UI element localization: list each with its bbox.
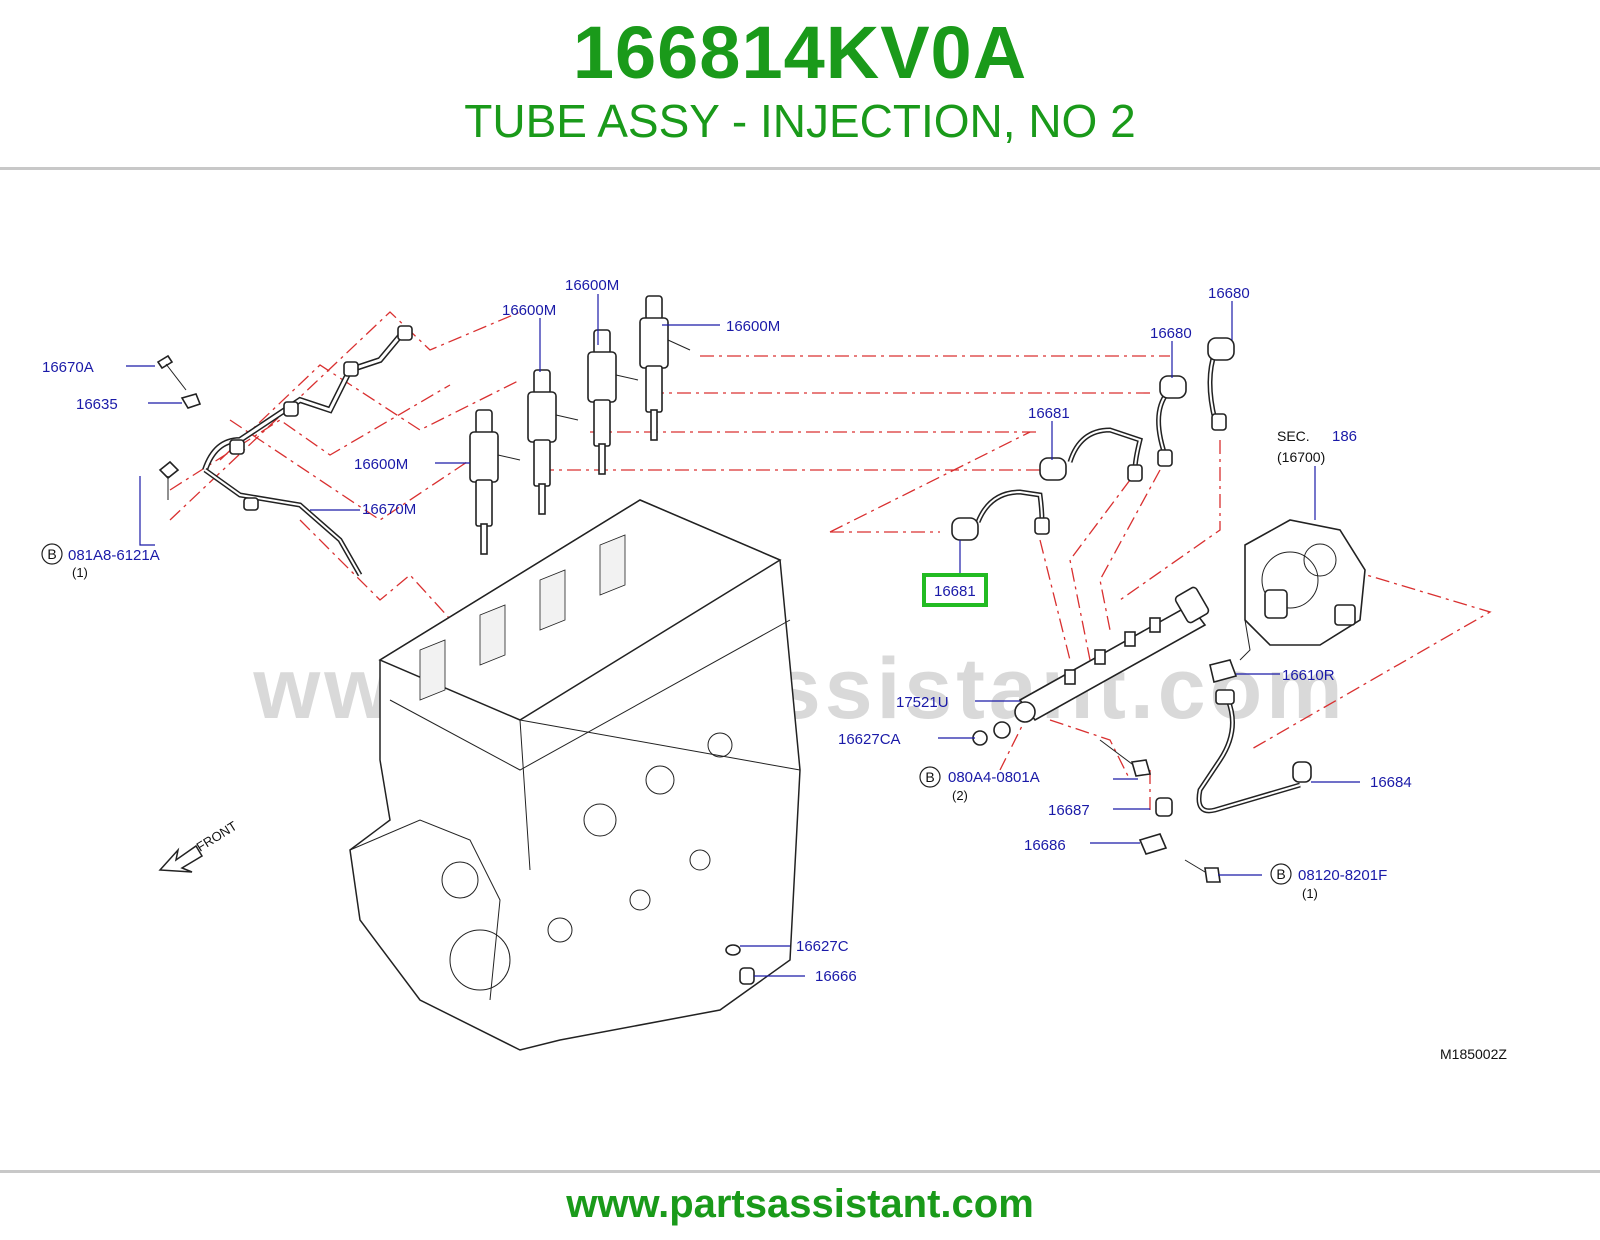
callout-16600M[interactable]: 16600M	[502, 302, 556, 319]
callout-16681[interactable]: 16681	[1028, 405, 1070, 422]
callout-16666[interactable]: 16666	[815, 968, 857, 985]
b-marker: B	[41, 543, 63, 565]
leader-lines	[126, 294, 1360, 977]
injector	[587, 329, 639, 475]
injector-group	[469, 295, 691, 555]
callout-16627C[interactable]: 16627C	[796, 938, 849, 955]
injector	[469, 409, 521, 555]
bolt-080A4	[1099, 739, 1152, 777]
callout-qty: (1)	[1302, 886, 1318, 901]
callout-16681-highlighted[interactable]: 16681	[934, 583, 976, 600]
clamp-16686	[1138, 833, 1168, 855]
part-number-title: 166814KV0A	[572, 11, 1028, 94]
diagram-code: M185002Z	[1440, 1046, 1507, 1062]
injector	[527, 369, 579, 515]
leak-off-hose	[202, 325, 413, 577]
b-marker: B	[919, 766, 941, 788]
common-rail	[1014, 586, 1210, 723]
callout-16635[interactable]: 16635	[76, 396, 118, 413]
callout-qty: (2)	[952, 788, 968, 803]
callout-16610R[interactable]: 16610R	[1282, 667, 1335, 684]
callout-16680[interactable]: 16680	[1208, 285, 1250, 302]
svg-text:B: B	[925, 769, 934, 785]
callout-08120-8201F[interactable]: 08120-8201F	[1298, 867, 1387, 884]
footer-site-link[interactable]: www.partsassistant.com	[566, 1182, 1034, 1226]
part-description: TUBE ASSY - INJECTION, NO 2	[464, 95, 1136, 147]
high-pressure-pump	[1239, 519, 1366, 661]
injection-tubes	[951, 337, 1235, 541]
callout-17521U[interactable]: 17521U	[896, 694, 949, 711]
page-header: 166814KV0A TUBE ASSY - INJECTION, NO 2	[0, 0, 1600, 170]
plug-16666	[739, 967, 755, 985]
bolt-081A8	[158, 460, 180, 500]
callout-16686[interactable]: 16686	[1024, 837, 1066, 854]
b-marker: B	[1270, 863, 1292, 885]
callout-16670A[interactable]: 16670A	[42, 359, 94, 376]
callout-16684[interactable]: 16684	[1370, 774, 1412, 791]
section-link-186[interactable]: 186	[1332, 428, 1357, 445]
svg-text:B: B	[1276, 866, 1285, 882]
callout-labels: 16600M 16600M 16600M 16600M 16670A 16635…	[42, 277, 1507, 1062]
svg-text:B: B	[47, 546, 56, 562]
injector	[639, 295, 691, 441]
section-label: SEC.	[1277, 428, 1310, 444]
engine-block	[349, 499, 801, 1051]
callout-16600M[interactable]: 16600M	[565, 277, 619, 294]
seal-16627C	[725, 944, 741, 956]
callout-qty: (1)	[72, 565, 88, 580]
sensor-16610R	[1209, 659, 1238, 683]
callout-16680[interactable]: 16680	[1150, 325, 1192, 342]
bolt-08120	[1184, 859, 1221, 883]
section-ref: (16700)	[1277, 449, 1325, 465]
callout-16600M[interactable]: 16600M	[726, 318, 780, 335]
tube-16684	[1196, 689, 1312, 814]
header-divider	[0, 167, 1600, 170]
callout-16627CA[interactable]: 16627CA	[838, 731, 901, 748]
guide-lines	[169, 311, 1492, 941]
highlight-box	[922, 573, 988, 607]
callout-081A8-6121A[interactable]: 081A8-6121A	[68, 547, 160, 564]
callout-16600M[interactable]: 16600M	[354, 456, 408, 473]
callout-16687[interactable]: 16687	[1048, 802, 1090, 819]
bolt-16670A	[156, 354, 187, 391]
clip-16635	[180, 393, 202, 409]
front-label: FRONT	[194, 818, 240, 854]
seal-16627CA	[972, 721, 1011, 746]
footer-divider	[0, 1170, 1600, 1173]
spacer-16687	[1155, 797, 1173, 817]
callout-16670M[interactable]: 16670M	[362, 501, 416, 518]
callout-080A4-0801A[interactable]: 080A4-0801A	[948, 769, 1040, 786]
front-arrow: FRONT	[158, 818, 240, 873]
